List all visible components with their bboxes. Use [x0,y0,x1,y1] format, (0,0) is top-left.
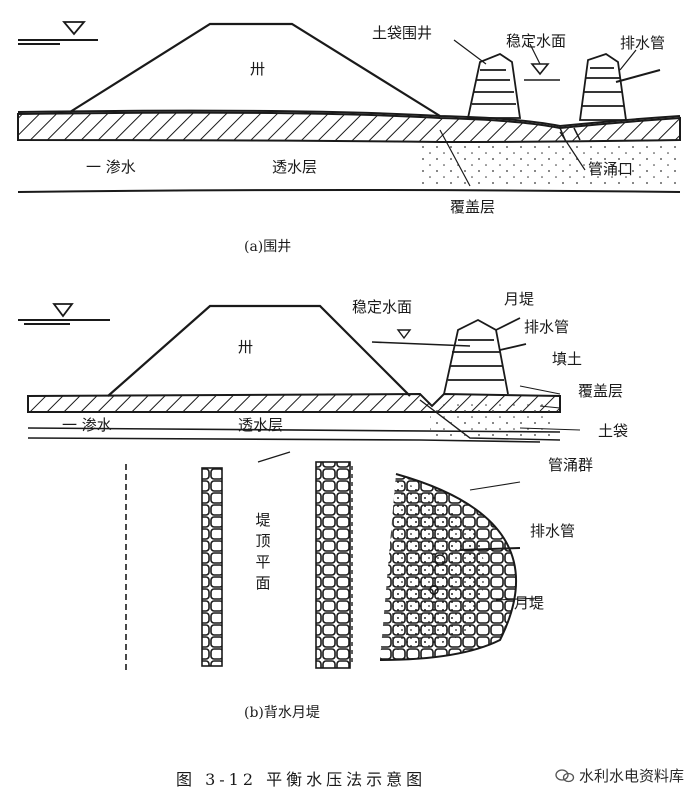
cover-layer [17,111,681,144]
water-surface-line [18,39,98,45]
label-plan-moon-dike: 月堤 [514,594,545,612]
ground-surface [17,109,681,128]
panel-b [18,303,581,672]
plan-drain-pipe [459,547,521,551]
label-sandbag: 土袋 [598,422,629,440]
label-permeable-a: 透水层 [272,158,318,176]
label-plan-drain-pipe: 排水管 [530,522,576,540]
embankment-outline-b [107,304,411,397]
watermark-text: 水利水电资料库 [578,767,684,785]
label-seepage-a: 一 渗水 [86,158,136,176]
label-fill-soil: 填土 [552,350,583,368]
water-surface-line-b [18,319,110,325]
moon-dike-section [443,317,527,395]
embankment-outline [69,22,441,117]
drain-pipe-line [615,69,661,83]
embankment-mark-b: 卅 [238,338,254,356]
subtitle-b: (b)背水月堤 [244,705,320,721]
label-stable-water-a: 稳定水面 [506,32,567,50]
permeable-layer [420,142,680,188]
embankment-mark-a: 卅 [250,60,266,78]
label-seepage-b: 一 渗水 [62,416,112,434]
label-cover-layer-b: 覆盖层 [578,382,624,400]
label-plan-view: 堤顶平面 [255,511,271,592]
label-drain-pipe-a: 排水管 [620,34,666,52]
plan-dike-wall-2 [315,461,351,669]
figure-caption: 图 3-12 平衡水压法示意图 [176,770,427,789]
inner-water-symbol [530,63,550,76]
label-sandbag-ring-well: 土袋围井 [372,24,433,42]
label-moon-dike-b: 月堤 [504,290,535,308]
label-drain-pipe-b: 排水管 [524,318,570,336]
permeable-bottom [17,189,681,193]
plan-fill-area [390,480,485,650]
sandbag-ring-well [466,52,628,121]
label-boil-group: 管涌群 [548,456,594,474]
cover-layer-b [27,392,561,413]
label-cover-layer-a: 覆盖层 [450,198,496,216]
water-level-symbol-b [52,303,74,318]
plan-dike-wall-1 [201,467,223,667]
water-level-symbol [62,21,86,36]
watermark: 水利水电资料库 [555,765,684,786]
label-boil-mouth: 管涌口 [588,160,634,178]
label-permeable-b: 透水层 [238,416,284,434]
chat-bubbles-icon [555,769,575,783]
label-stable-water-b: 稳定水面 [352,298,413,316]
subtitle-a: (a)围井 [244,239,292,255]
panel-a [17,21,681,193]
